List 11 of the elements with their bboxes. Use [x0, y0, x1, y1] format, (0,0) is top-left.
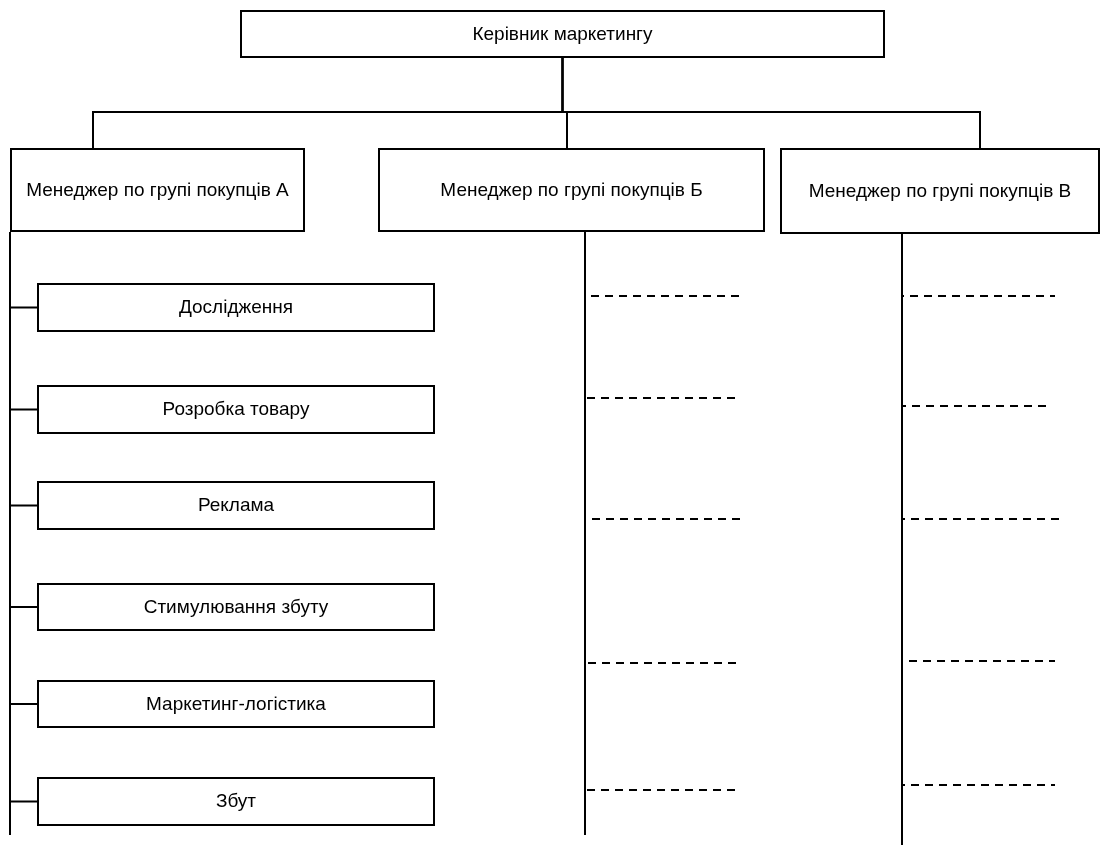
- org-box: Стимулювання збуту: [37, 583, 435, 631]
- org-box: Збут: [37, 777, 435, 826]
- org-box: Менеджер по групі покупців В: [780, 148, 1100, 234]
- org-box: Реклама: [37, 481, 435, 530]
- org-box: Менеджер по групі покупців А: [10, 148, 305, 232]
- org-box: Розробка товару: [37, 385, 435, 434]
- org-box: Маркетинг-логістика: [37, 680, 435, 728]
- org-box: Дослідження: [37, 283, 435, 332]
- connector-line: [561, 57, 981, 149]
- org-box: Керівник маркетингу: [240, 10, 885, 58]
- org-box: Менеджер по групі покупців Б: [378, 148, 765, 232]
